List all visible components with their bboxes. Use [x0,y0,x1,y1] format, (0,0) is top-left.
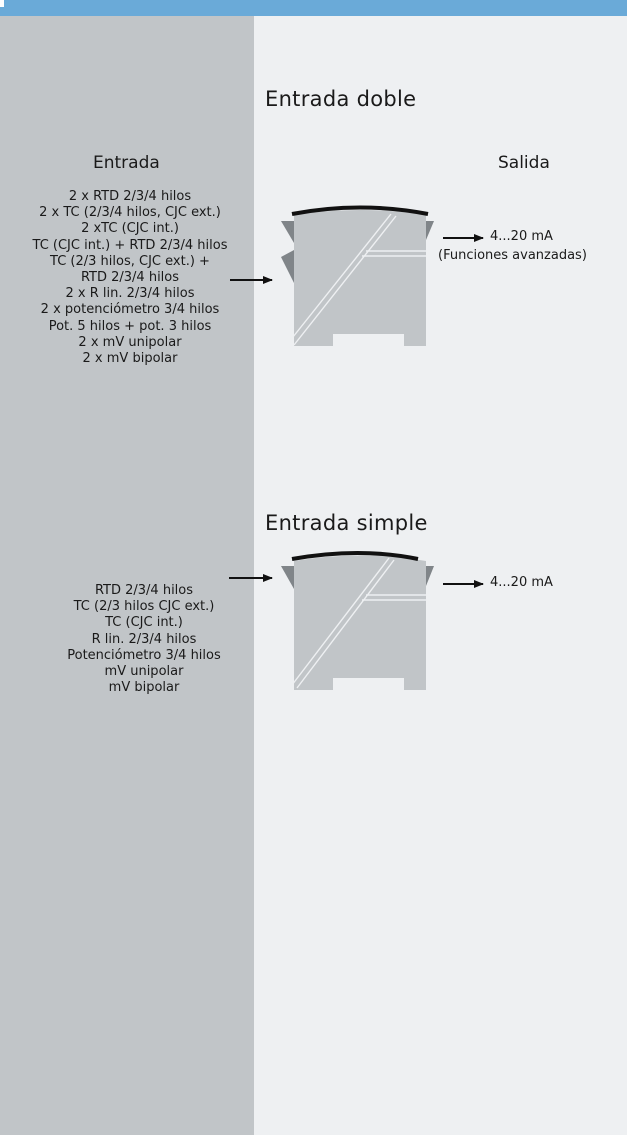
device-body [294,555,426,690]
device-diagonal-line [291,557,390,686]
list-item: TC (CJC int.) + RTD 2/3/4 hilos [32,237,228,253]
output-heading: Salida [498,153,550,173]
list-item: 2 xTC (CJC int.) [81,221,179,237]
list-item: TC (CJC int.) [105,615,183,631]
list-item: 2 x mV unipolar [78,334,182,350]
device-body [294,210,426,346]
list-item: 2 x potenciómetro 3/4 hilos [40,302,220,318]
device-diagonal-line [288,213,392,343]
double-input-title: Entrada doble [265,87,417,111]
list-item: 2 x RTD 2/3/4 hilos [68,189,192,204]
top-bar [0,0,627,16]
device-diagonal-line [296,559,395,689]
top-bar-mark [0,0,4,7]
device-side-tab [281,250,294,283]
list-item: TC (2/3 hilos, CJC ext.) + [50,253,210,269]
single-input-device [281,551,434,690]
list-item: Pot. 5 hilos + pot. 3 hilos [48,318,212,334]
double-input-list: 2 x RTD 2/3/4 hilos 2 x TC (2/3/4 hilos,… [33,189,228,367]
list-item: 2 x R lin. 2/3/4 hilos [65,286,195,302]
device-top-edge [291,551,419,561]
list-item: RTD 2/3/4 hilos [80,270,180,286]
left-panel [0,16,254,1135]
device-side-tab [426,566,434,586]
list-item: Potenciómetro 3/4 hilos [67,647,221,663]
single-input-list: RTD 2/3/4 hilos TC (2/3 hilos CJC ext.) … [67,583,221,696]
device-side-tab [426,221,434,240]
single-input-title: Entrada simple [265,511,428,535]
list-item: 2 x TC (2/3/4 hilos, CJC ext.) [39,205,221,221]
device-diagonal-line [293,215,397,346]
device-top-edge [291,205,429,216]
list-item: 2 x mV bipolar [82,351,178,367]
list-item: mV bipolar [108,680,180,696]
device-side-tab [281,221,294,243]
device-side-tab [281,566,294,589]
list-item: mV unipolar [104,664,184,680]
single-output-value: 4...20 mA [490,575,553,590]
double-input-device [281,205,434,346]
input-heading: Entrada [93,153,160,173]
list-item: RTD 2/3/4 hilos [94,583,194,598]
double-output-note: (Funciones avanzadas) [438,248,587,263]
list-item: R lin. 2/3/4 hilos [91,631,197,647]
list-item: TC (2/3 hilos CJC ext.) [73,599,215,615]
double-output-value: 4...20 mA [490,229,553,244]
